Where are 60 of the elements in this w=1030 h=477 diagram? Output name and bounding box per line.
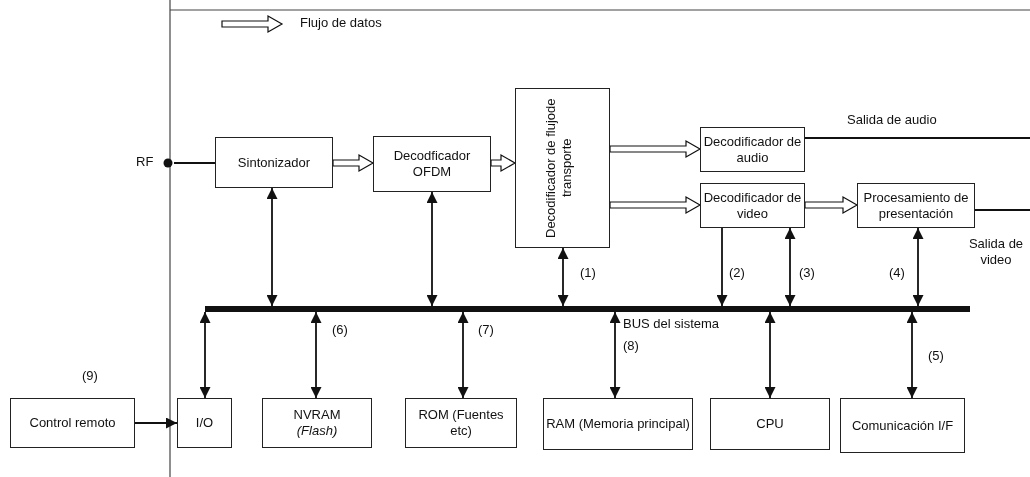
data-flow-arrow xyxy=(609,139,702,159)
legend-label: Flujo de datos xyxy=(298,15,384,31)
arrow xyxy=(609,311,621,399)
process-box xyxy=(543,398,693,450)
box-label: Decodficador OFDM xyxy=(392,148,472,180)
box-label: Decodificador de audio xyxy=(702,133,803,166)
arrow xyxy=(426,191,438,307)
data-flow-arrow xyxy=(609,195,702,215)
arrow xyxy=(266,187,278,307)
arrow xyxy=(457,311,469,399)
callout-number: (9) xyxy=(80,368,100,384)
arrow xyxy=(199,311,211,399)
edge-label: (1) xyxy=(578,265,598,281)
data-flow-arrow xyxy=(490,153,517,173)
connector-line xyxy=(173,162,216,164)
arrow xyxy=(906,311,918,399)
edge-label: (6) xyxy=(330,322,350,338)
process-box xyxy=(215,137,333,188)
box-label: Comunicación I/F xyxy=(851,417,954,434)
process-box xyxy=(710,398,830,450)
edge-label: (5) xyxy=(926,348,946,364)
process-box xyxy=(373,136,491,192)
data-flow-arrow xyxy=(804,195,859,215)
arrow xyxy=(912,227,924,307)
connector-line xyxy=(804,137,1030,139)
box-label: Sintonizador xyxy=(237,154,311,171)
process-box xyxy=(10,398,135,448)
process-box xyxy=(405,398,517,448)
terminal-label: RF xyxy=(136,154,154,170)
edge-label: (2) xyxy=(727,265,747,281)
edge-label: (3) xyxy=(797,265,817,281)
process-box xyxy=(840,398,965,453)
edge-label: (8) xyxy=(621,338,641,354)
arrow xyxy=(764,311,776,399)
box-label: Control remoto xyxy=(29,415,116,431)
process-box xyxy=(700,183,805,228)
decoder-box xyxy=(515,88,610,248)
connector-line xyxy=(974,209,1030,211)
arrow xyxy=(557,247,569,307)
process-box xyxy=(177,398,232,448)
bus-label: BUS del sistema xyxy=(623,316,720,332)
box-label: CPU xyxy=(756,416,784,432)
process-box xyxy=(700,127,805,172)
box-label: Procesamiento de presentación xyxy=(862,189,970,222)
box-label: ROM (Fuentes etc) xyxy=(417,407,505,439)
edge-label: (4) xyxy=(887,265,907,281)
process-box xyxy=(262,398,372,448)
process-box xyxy=(857,183,975,228)
data-flow-arrow xyxy=(332,153,375,173)
arrow xyxy=(134,417,178,429)
arrow xyxy=(784,227,796,307)
box-label: Decodificador de video xyxy=(702,189,803,222)
arrow xyxy=(310,311,322,399)
edge-label: (7) xyxy=(476,322,496,338)
arrow xyxy=(716,227,728,307)
box-label: I/O xyxy=(195,415,214,431)
box-label: RAM (Memoria principal) xyxy=(546,416,690,432)
box-label: NVRAM xyxy=(293,407,341,423)
box-label: (Flash) xyxy=(296,423,338,439)
box-label: Decodificador de flujode transporte xyxy=(542,97,575,240)
